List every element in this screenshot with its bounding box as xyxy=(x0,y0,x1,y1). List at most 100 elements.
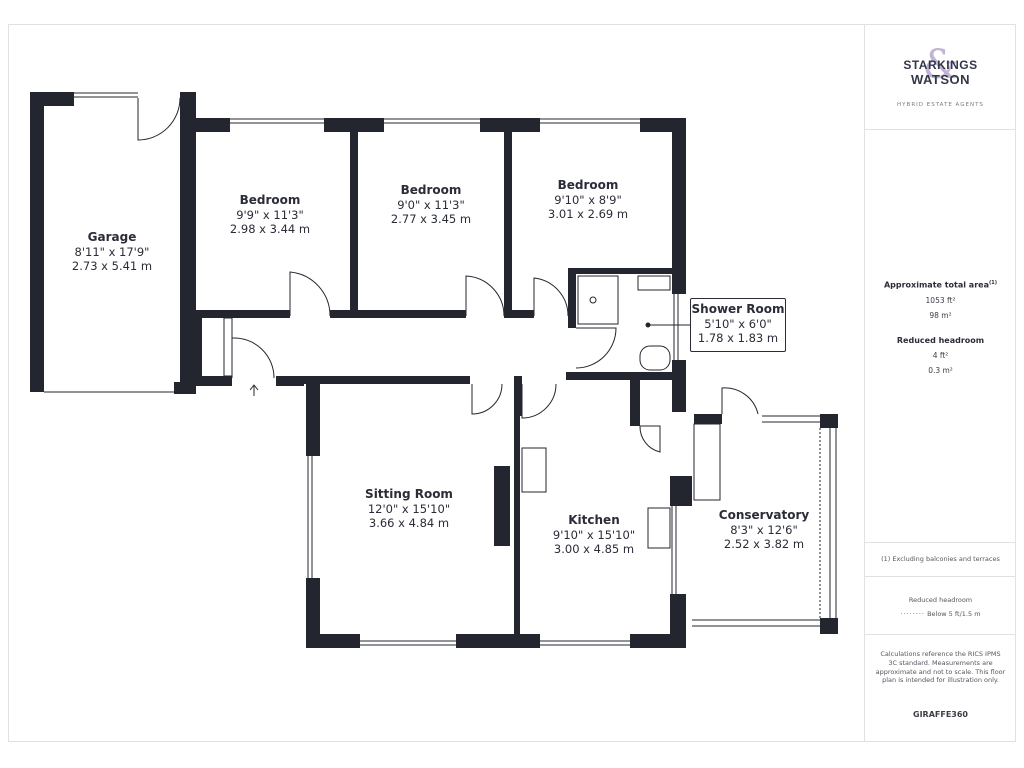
room-imperial: 9'0" x 11'3" xyxy=(397,198,465,212)
kitchen-door xyxy=(521,383,557,419)
area-m: 98 m² xyxy=(929,311,952,320)
room-metric: 1.78 x 1.83 m xyxy=(697,331,779,346)
room-name: Bedroom xyxy=(557,178,619,192)
shower-wall-left xyxy=(568,268,576,328)
floor-plan xyxy=(30,92,838,648)
bed1-wall-bottom xyxy=(196,310,290,318)
bed2-wall-bottom-b xyxy=(504,310,534,318)
garage-wall-right xyxy=(180,92,196,392)
reduced-title: Reduced headroom xyxy=(896,336,985,345)
kitchen-wall-right-mid xyxy=(670,476,692,506)
room-label-sitting-room: Sitting Room 12'0" x 15'10" 3.66 x 4.84 … xyxy=(365,487,453,531)
hall-cupboard xyxy=(223,317,233,377)
brand-logo: & STARKINGS WATSON HYBRID ESTATE AGENTS xyxy=(865,42,1016,108)
shower-wall-top xyxy=(568,268,672,274)
room-imperial: 8'11" x 17'9" xyxy=(74,245,150,259)
reduced-m: 0.3 m² xyxy=(928,366,953,375)
windows xyxy=(44,92,837,646)
room-metric: 2.73 x 5.41 m xyxy=(71,259,153,274)
room-metric: 2.52 x 3.82 m xyxy=(723,537,805,552)
dashed-line-icon: ········ xyxy=(900,610,925,618)
garage-wall-left xyxy=(30,92,44,392)
bed2-bed3-wall xyxy=(504,132,512,316)
bed2-window xyxy=(384,118,480,124)
area-title: Approximate total area(1) xyxy=(865,280,1016,290)
panel-divider-3 xyxy=(865,576,1016,577)
area-note-mark: (1) xyxy=(988,280,998,286)
kitchen-window xyxy=(540,640,630,646)
front-door xyxy=(231,337,275,379)
brand-ampersand: & xyxy=(922,42,959,88)
bed1-window xyxy=(230,118,324,124)
plan-frame xyxy=(8,24,1016,742)
fixtures xyxy=(223,275,721,549)
walls xyxy=(30,92,838,648)
sitting-door xyxy=(471,383,503,415)
chimney-breast xyxy=(494,466,510,546)
fireplace xyxy=(521,447,547,493)
kitchen-side-door xyxy=(639,425,661,453)
room-name: Garage xyxy=(87,230,137,244)
room-metric: 2.98 x 3.44 m xyxy=(229,222,311,237)
room-name: Bedroom xyxy=(239,193,301,207)
area-ft: 1053 ft² xyxy=(925,296,956,305)
basin xyxy=(637,275,671,291)
room-name: Bedroom xyxy=(400,183,462,197)
room-metric: 3.66 x 4.84 m xyxy=(368,516,450,531)
kitchen-wall-right-top xyxy=(672,376,686,412)
shower-tray xyxy=(577,275,619,325)
room-name: Shower Room xyxy=(691,302,785,316)
footnote: (1) Excluding balconies and terraces xyxy=(881,555,1000,563)
doors xyxy=(137,97,759,453)
cons-wall-top xyxy=(694,414,722,424)
sitting-wall-left-bottom xyxy=(306,578,320,648)
bed3-wall-right xyxy=(672,118,686,294)
room-label-bedroom-1: Bedroom 9'9" x 11'3" 2.98 x 3.44 m xyxy=(230,193,310,237)
shower-window xyxy=(673,294,679,360)
cons-window-top xyxy=(762,415,820,423)
brand-line-1: STARKINGS xyxy=(903,58,978,72)
garage-window xyxy=(74,92,138,98)
bed3-window xyxy=(540,118,640,124)
room-imperial: 9'10" x 15'10" xyxy=(552,528,636,542)
hall-wall-west xyxy=(196,316,202,386)
room-metric: 3.00 x 4.85 m xyxy=(553,542,635,557)
giraffe-logo: GIRAFFE360 xyxy=(913,710,968,719)
bed1-door xyxy=(289,271,331,317)
garage-door xyxy=(137,97,181,141)
room-imperial: 9'9" x 11'3" xyxy=(236,208,304,222)
room-metric: 3.01 x 2.69 m xyxy=(547,207,629,222)
cons-window-right xyxy=(829,428,837,618)
bed1-wall-top-a xyxy=(196,118,230,132)
garage-wall-top-left xyxy=(30,92,74,106)
room-imperial: 8'3" x 12'6" xyxy=(730,523,798,537)
bed-wall-top-b xyxy=(324,118,384,132)
sink xyxy=(647,507,671,549)
cons-corner-bottom xyxy=(820,618,838,634)
room-name: Sitting Room xyxy=(365,487,453,501)
room-label-bedroom-2: Bedroom 9'0" x 11'3" 2.77 x 3.45 m xyxy=(391,183,471,227)
room-label-conservatory: Conservatory 8'3" x 12'6" 2.52 x 3.82 m xyxy=(719,508,809,552)
bed3-door xyxy=(533,277,569,317)
room-label-shower: Shower Room 5'10" x 6'0" 1.78 x 1.83 m xyxy=(692,302,785,346)
legend-text: Below 5 ft/1.5 m xyxy=(927,610,981,618)
sitting-wall-top xyxy=(304,376,470,384)
reduced-ft: 4 ft² xyxy=(932,351,949,360)
cons-corner-top xyxy=(820,414,838,428)
info-panel: & STARKINGS WATSON HYBRID ESTATE AGENTS … xyxy=(864,24,1016,742)
cons-step xyxy=(693,423,721,501)
area-title-text: Approximate total area xyxy=(883,280,989,290)
shower-leader-dot xyxy=(645,322,651,328)
sitting-wall-bottom-b xyxy=(456,634,540,648)
room-name: Kitchen xyxy=(568,513,620,527)
panel-divider-4 xyxy=(865,634,1016,635)
legend-row: ········ Below 5 ft/1.5 m xyxy=(865,610,1016,619)
hall-wall-south-b xyxy=(276,376,304,386)
bed1-bed2-wall xyxy=(350,132,358,316)
room-label-kitchen: Kitchen 9'10" x 15'10" 3.00 x 4.85 m xyxy=(553,513,635,557)
cons-window-bottom xyxy=(692,619,820,627)
garage-wall-corner xyxy=(174,382,196,394)
legend-title: Reduced headroom xyxy=(908,596,973,604)
toilet xyxy=(639,345,671,371)
shower-room-callout xyxy=(690,298,786,352)
